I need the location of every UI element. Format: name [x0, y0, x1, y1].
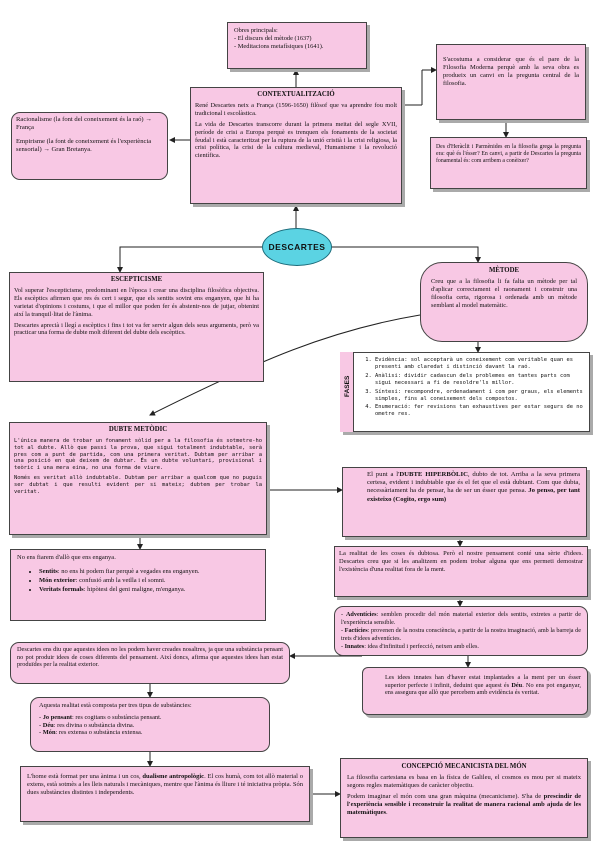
realitat-box: La realitat de les coses és dubtosa. Per… [334, 546, 588, 597]
idea-item-text: : idea d'infinitud i perfecció, neixen a… [364, 643, 479, 651]
racionalisme-box: Racionalisme (la font del coneixement és… [11, 112, 168, 180]
substancia-item-text: : res cogitans o substància pensant. [72, 713, 162, 721]
innates-pre: Les idees innates han d'haver estat impl… [385, 674, 581, 689]
mecanicista-pre: Podem imaginar el món com una gran màqui… [347, 793, 544, 801]
dualisme-text: L'home està format per una ànima i un co… [27, 773, 303, 797]
fases-label-band [340, 352, 354, 432]
metode-title: MÈTODE [488, 267, 520, 274]
metode-box: MÈTODE Creu que a la filosofia li fa fal… [420, 262, 588, 342]
deu-text: Descartes ens diu que aquestes idees no … [17, 646, 283, 669]
hiperbolic-box: El punt a l'DUBTE HIPERBÒLIC, dubto de t… [342, 467, 587, 537]
mecanicista-post: . [386, 808, 388, 816]
idees-box: - Adventícies: semblen procedir del món … [334, 606, 588, 656]
escepticisme-title: ESCEPTICISME [110, 276, 163, 283]
mecanicista-paragraph: La filosofia cartesiana es basa en la fí… [347, 774, 581, 790]
substancies-box: Aquesta realitat està composta per tres … [30, 697, 270, 752]
escepticisme-box: ESCEPTICISME Vol superar l'escepticisme,… [9, 272, 264, 382]
fases-list: Evidència: sol acceptarà un coneixement … [359, 357, 585, 418]
mecanicista-box: CONCEPCIÓ MECANICISTA DEL MÓN La filosof… [340, 758, 588, 838]
dubte-box: DUBTE METÒDIC L'única manera de trobar u… [9, 422, 267, 535]
obres-line: - Meditacions metafísiques (1641). [234, 42, 324, 50]
descartes-node: DESCARTES [262, 228, 332, 266]
idea-item: - Adventícies: semblen procedir del món … [341, 611, 581, 626]
context-paragraph: La vida de Descartes transcorre durant l… [195, 120, 397, 160]
racionalisme-text: Racionalisme (la font del coneixement és… [16, 116, 152, 132]
substancies-intro: Aquesta realitat està composta per tres … [39, 702, 192, 709]
enganya-item-label: Sentits [39, 567, 58, 575]
obres-line: - El discurs del mètode (1637) [234, 34, 312, 42]
innates-box: Les idees innates han d'haver estat impl… [362, 667, 588, 715]
escepticisme-paragraph: Descartes aprecià i llegí a escèptics i … [14, 321, 259, 337]
idea-item-text: : semblen procedir del món material exte… [341, 611, 581, 626]
hiperbolic-bold: DUBTE HIPERBÒLIC [399, 471, 468, 478]
idea-item-label: Innates [344, 643, 365, 651]
fase-item: Evidència: sol acceptarà un coneixement … [375, 357, 585, 371]
enganya-item: Sentits: no ens hi podem fiar perquè a v… [39, 568, 259, 576]
mecanicista-bold: prescindir de l'experiència sensible i r… [347, 793, 581, 816]
innates-bold: Déu [511, 681, 523, 689]
metode-text: Creu que a la filosofia li fa falta un m… [431, 278, 577, 309]
escepticisme-paragraph: Vol superar l'escepticisme, predominant … [14, 287, 259, 318]
heraclit-box: Des d'Heràclit i Parmènides en la filoso… [430, 137, 587, 189]
dualisme-box: L'home està format per una ànima i un co… [20, 766, 310, 822]
enganya-item-text: : hipòtesi del geni maligne, m'enganya. [83, 585, 186, 593]
innates-text: Les idees innates han d'haver estat impl… [385, 674, 581, 697]
enganya-item: Món exterior: confusió amb la vetlla i e… [39, 577, 259, 585]
context-box: CONTEXTUALITZACIÓ René Descartes neix a … [190, 87, 402, 204]
enganya-intro: No ens fiarem d'allò que ens enganya. [17, 554, 116, 561]
substancia-item-label: Món [42, 729, 56, 737]
substancia-item-label: Déu [42, 721, 54, 729]
moderna-box: S'acostuma a considerar que és el pare d… [436, 44, 586, 120]
hiperbolic-post: , dubto de tot. Arriba a la seva primera… [367, 471, 580, 495]
substancia-item: - Món: res extensa o substància extensa. [39, 729, 143, 737]
fase-item: Anàlisi: dividir cadascun dels problemes… [375, 373, 585, 387]
fases-box: Evidència: sol acceptarà un coneixement … [340, 352, 590, 432]
substancia-item: - Jo pensant: res cogitans o substància … [39, 713, 162, 721]
substancia-item: - Déu: res divina o substància divina. [39, 721, 135, 729]
context-title: CONTEXTUALITZACIÓ [257, 91, 335, 98]
obres-box: Obres principals: - El discurs del mètod… [227, 22, 367, 69]
heraclit-text: Des d'Heràclit i Parmènides en la filoso… [436, 144, 581, 165]
deu-box: Descartes ens diu que aquestes idees no … [10, 642, 290, 684]
dubte-paragraph: Només es veritat allò indubtable. Dubtam… [14, 475, 262, 496]
empirisme-text: Empirisme (la font de coneixement és l'e… [16, 138, 152, 154]
dualisme-post: . El cos humà, com tot allò material o e… [27, 773, 303, 796]
fase-item: Síntesi: recompondre, ordenadament i com… [375, 389, 585, 403]
context-paragraph: René Descartes neix a França (1596-1650)… [195, 102, 397, 118]
realitat-text: La realitat de les coses és dubtosa. Per… [339, 550, 583, 573]
substancia-item-label: Jo pensant [42, 713, 73, 721]
enganya-item-label: Veritats formals [39, 585, 84, 593]
enganya-item-label: Món exterior [39, 576, 76, 584]
obres-line: Obres principals: [234, 27, 278, 34]
dubte-title: DUBTE METÒDIC [108, 426, 168, 433]
fases-label: FASES [344, 375, 351, 397]
substancia-item-text: : res extensa o substància extensa. [55, 729, 143, 737]
idea-item-label: Adventícies [345, 611, 377, 618]
dualisme-bold: dualisme antropològic [142, 773, 205, 780]
enganya-box: No ens fiarem d'allò que ens enganya. Se… [10, 549, 266, 621]
idea-item: - Factícies: provenen de la nostra consc… [341, 627, 581, 642]
mecanicista-title: CONCEPCIÓ MECANICISTA DEL MÓN [401, 763, 527, 770]
idea-item-label: Factícies [344, 627, 368, 635]
enganya-item-text: : confusió amb la vetlla i el somni. [75, 576, 166, 584]
idea-item-text: : provenen de la nostra consciència, a p… [341, 627, 581, 642]
hiperbolic-text: El punt a l'DUBTE HIPERBÒLIC, dubto de t… [367, 471, 580, 504]
mecanicista-paragraph: Podem imaginar el món com una gran màqui… [347, 793, 581, 817]
enganya-list: Sentits: no ens hi podem fiar perquè a v… [17, 568, 259, 594]
substancia-item-text: : res divina o substància divina. [53, 721, 135, 729]
innates-post: . No ens pot enganyar, ens assegura que … [385, 681, 581, 697]
dubte-paragraph: L'única manera de trobar un fonament sòl… [14, 437, 262, 472]
enganya-item-text: : no ens hi podem fiar perquè a vegades … [57, 567, 200, 575]
moderna-text: S'acostuma a considerar que és el pare d… [443, 56, 579, 87]
hiperbolic-pre: El punt a l' [367, 471, 400, 478]
descartes-label: DESCARTES [268, 242, 326, 252]
dualisme-pre: L'home està format per una ànima i un co… [27, 773, 143, 780]
enganya-item: Veritats formals: hipòtesi del geni mali… [39, 586, 259, 594]
cogito-text: Jo penso, per tant existeixo (Cogito, er… [367, 487, 580, 503]
fase-item: Enumeració: fer revisions tan exhaustive… [375, 404, 585, 418]
idea-item: - Innates: idea d'infinitud i perfecció,… [341, 643, 479, 651]
